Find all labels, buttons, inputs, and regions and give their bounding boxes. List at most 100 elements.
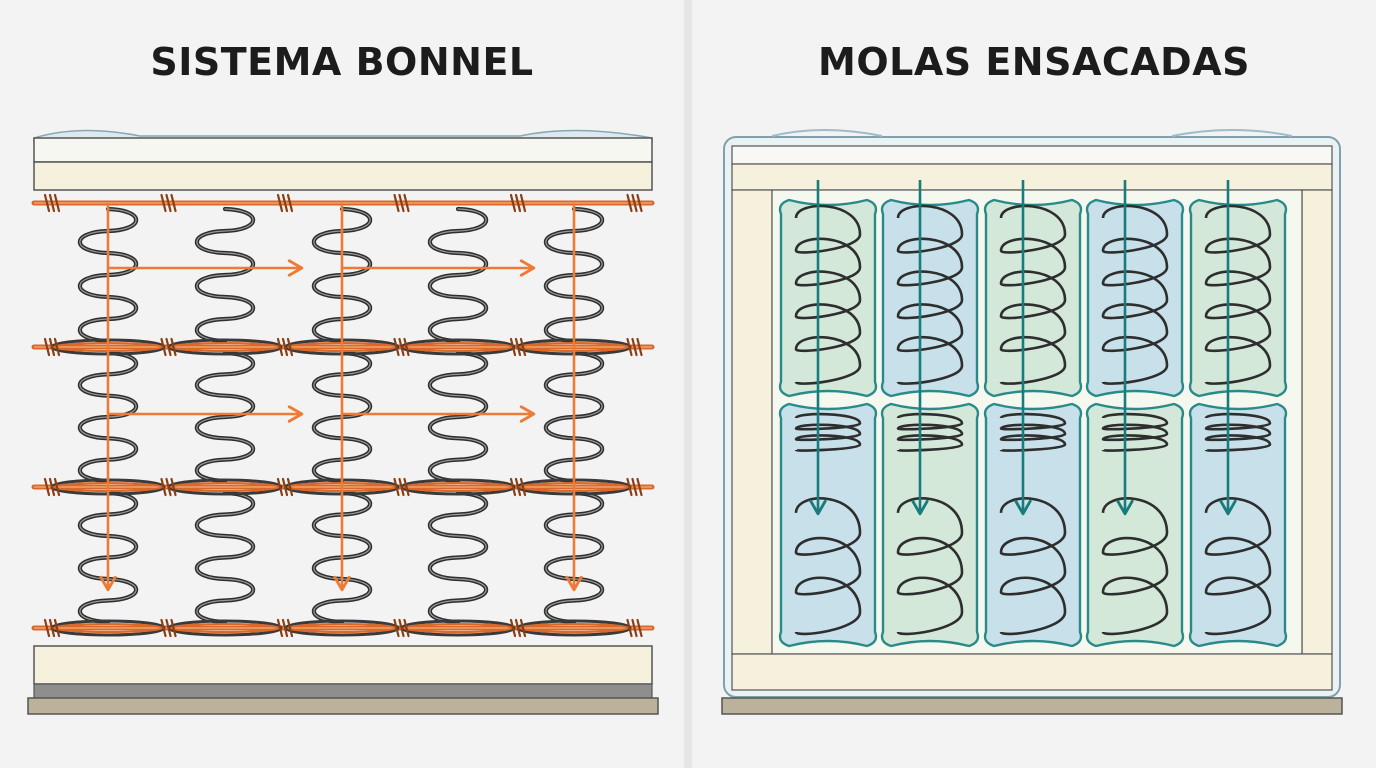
felt-layer: [33, 683, 653, 699]
spring-coil-icon: [1101, 412, 1169, 452]
helical-lacing: [393, 618, 400, 638]
spring-coil-highlight: [196, 208, 254, 342]
spring-pocket: [1188, 198, 1288, 398]
bonnel-panel: SISTEMA BONNEL: [0, 0, 684, 768]
spring-coil-icon: [794, 412, 862, 452]
helical-lacing: [509, 193, 517, 213]
casing-top-ripple: [771, 129, 1293, 137]
left-foam-border: [731, 189, 773, 655]
helical-lacing: [403, 618, 410, 638]
spring-coil-icon: [999, 204, 1067, 385]
spring-coil-icon: [1204, 497, 1272, 636]
spring-pocket: [880, 198, 980, 398]
helical-lacing: [631, 477, 638, 497]
helical-lacing: [53, 193, 61, 213]
helical-lacing: [53, 477, 61, 497]
helical-lacing: [43, 193, 51, 213]
helical-lacing: [165, 193, 172, 213]
spring-coil-highlight: [196, 352, 254, 482]
spring-coil-icon: [896, 204, 964, 385]
helical-lacing: [281, 477, 289, 497]
base-board: [27, 697, 659, 715]
helical-lacing: [519, 193, 527, 213]
helical-lacing: [165, 337, 172, 357]
helical-lacing: [276, 337, 284, 357]
helical-lacing: [48, 193, 56, 213]
top-quilt-layer: [33, 137, 653, 163]
coil-end-ring-lace: [519, 623, 629, 633]
spring-coil-icon: [1204, 412, 1272, 452]
helical-lacing: [514, 618, 522, 638]
spring-pocket: [983, 198, 1083, 398]
helical-lacing: [276, 193, 284, 213]
spring-pocket: [1085, 402, 1185, 648]
helical-lacing: [393, 337, 400, 357]
pocket-diagram: [721, 129, 1343, 715]
helical-lacing: [519, 477, 527, 497]
spring-coil-icon: [794, 497, 862, 636]
helical-lacing: [276, 477, 284, 497]
helical-lacing: [160, 618, 167, 638]
top-quilt-layer: [731, 145, 1333, 165]
helical-lacing: [160, 477, 167, 497]
helical-lacing: [160, 337, 167, 357]
coil-end-ring-lace: [53, 623, 163, 633]
top-foam-layer: [731, 163, 1333, 191]
helical-lacing: [636, 337, 643, 357]
spring-pocket: [778, 198, 878, 398]
spring-coil-icon: [999, 412, 1067, 452]
helical-lacing: [165, 477, 172, 497]
helical-lacing: [170, 618, 177, 638]
helical-lacing: [509, 477, 517, 497]
spring-coil-highlight: [429, 208, 487, 342]
helical-lacing: [626, 193, 633, 213]
spring-pocket: [1188, 402, 1288, 648]
bottom-foam-layer: [33, 645, 653, 685]
bonnel-title: SISTEMA BONNEL: [150, 40, 534, 84]
helical-lacing: [398, 477, 405, 497]
spring-coil-icon: [794, 204, 862, 385]
helical-lacing: [393, 477, 400, 497]
helical-lacing: [398, 618, 405, 638]
helical-lacing: [170, 477, 177, 497]
helical-lacing: [514, 193, 522, 213]
right-foam-border: [1301, 189, 1333, 655]
helical-lacing: [281, 337, 289, 357]
helical-lacing: [631, 193, 638, 213]
helical-lacing: [53, 618, 61, 638]
helical-lacing: [160, 193, 167, 213]
spring-coil-highlight: [429, 492, 487, 623]
helical-lacing: [286, 337, 294, 357]
helical-lacing: [519, 337, 527, 357]
spring-pocket: [778, 402, 878, 648]
helical-lacing: [165, 618, 172, 638]
spring-pocket: [880, 402, 980, 648]
helical-lacing: [43, 618, 51, 638]
pocket-panel: MOLAS ENSACADAS: [692, 0, 1376, 768]
helical-lacing: [514, 477, 522, 497]
helical-lacing: [53, 337, 61, 357]
top-foam-layer: [33, 161, 653, 191]
helical-lacing: [398, 337, 405, 357]
bottom-foam-layer: [731, 653, 1333, 691]
helical-lacing: [403, 193, 410, 213]
helical-lacing: [631, 337, 638, 357]
helical-lacing: [170, 337, 177, 357]
helical-lacing: [631, 618, 638, 638]
helical-lacing: [403, 477, 410, 497]
spring-pocket: [983, 402, 1083, 648]
helical-lacing: [514, 337, 522, 357]
helical-lacing: [398, 193, 405, 213]
helical-lacing: [509, 618, 517, 638]
helical-lacing: [626, 477, 633, 497]
spring-coil-icon: [896, 412, 964, 452]
helical-lacing: [509, 337, 517, 357]
helical-lacing: [393, 193, 400, 213]
spring-coil-highlight: [196, 492, 254, 623]
helical-lacing: [636, 618, 643, 638]
spring-coil-icon: [896, 497, 964, 636]
helical-lacing: [281, 618, 289, 638]
bonnel-diagram: [27, 129, 659, 715]
pocket-title: MOLAS ENSACADAS: [818, 40, 1250, 84]
helical-lacing: [626, 618, 633, 638]
